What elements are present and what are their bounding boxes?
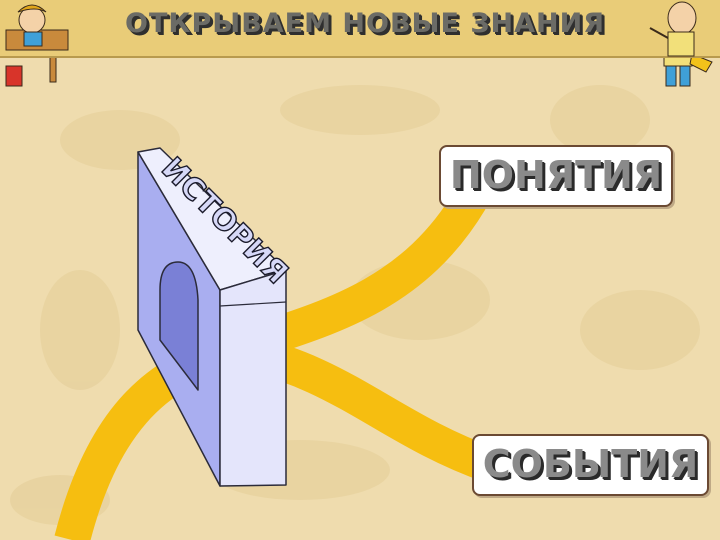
events-label: СОБЫТИЯ	[482, 442, 699, 486]
title-bar	[0, 0, 720, 58]
concepts-label: ПОНЯТИЯ	[449, 153, 663, 197]
events-label-box: СОБЫТИЯ	[472, 434, 709, 496]
title-illustrations	[5, 1, 697, 57]
student-at-desk-icon	[5, 4, 69, 51]
concepts-label-box: ПОНЯТИЯ	[439, 145, 673, 207]
page-title: ОТКРЫВАЕМ НОВЫЕ ЗНАНИЯ	[125, 8, 605, 39]
bridge-arch	[137, 147, 287, 487]
teacher-with-pointer-icon	[649, 1, 697, 57]
